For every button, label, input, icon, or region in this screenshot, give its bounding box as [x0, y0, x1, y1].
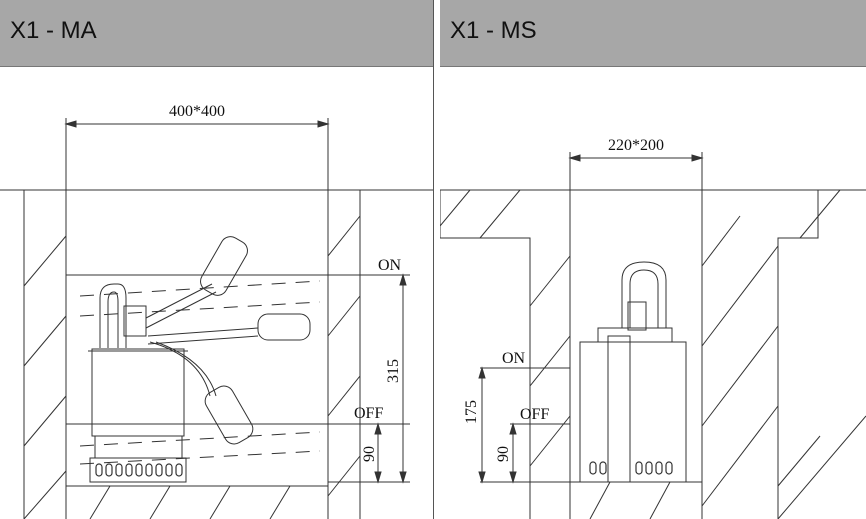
label-off: OFF: [354, 405, 383, 422]
panel-divider: [433, 0, 440, 519]
float-switch-lower: [204, 385, 254, 445]
x1-ma-installation-drawing: 400*400 ON OFF 315 90: [0, 103, 433, 519]
hatch-right: [327, 215, 361, 497]
pump-base: [89, 457, 187, 483]
hatch-left: [23, 235, 67, 519]
label-on: ON: [502, 350, 526, 367]
hatch-floor: [589, 481, 671, 519]
dimension-label-off: 90: [495, 446, 512, 462]
dimension-label-on: 175: [463, 400, 480, 424]
pump-outlet: [123, 305, 147, 337]
wall-left-step: [440, 190, 531, 519]
float-switch-upper: [200, 236, 248, 296]
hatch-left: [440, 189, 571, 467]
pump-body: [579, 341, 687, 483]
pump-handle: [99, 283, 127, 348]
pump-handle: [621, 261, 667, 328]
float-switch-middle: [257, 313, 311, 341]
dimension-label-on: 315: [385, 359, 402, 383]
label-on: ON: [378, 257, 402, 274]
pump-top: [597, 327, 673, 343]
pump-outlet: [627, 301, 647, 331]
panel-border-left: [433, 0, 434, 519]
x1-ms-installation-drawing: 220*200 ON OFF 175 90: [440, 137, 866, 519]
dimension-label-off: 90: [361, 446, 378, 462]
panel-header: X1 - MS: [440, 0, 866, 67]
panel-x1-ms: X1 - MS: [440, 0, 866, 519]
hatch-floor: [89, 485, 291, 519]
panel-x1-ma: X1 - MA: [0, 0, 433, 519]
panel-title: X1 - MA: [10, 17, 97, 44]
panel-header: X1 - MA: [0, 0, 433, 67]
panel-title: X1 - MS: [450, 17, 537, 44]
wall-right-step: [777, 190, 819, 519]
dimension-label-top: 400*400: [169, 103, 225, 120]
hatch-right: [701, 189, 866, 519]
label-off: OFF: [520, 406, 549, 423]
pump-body: [91, 348, 185, 437]
dimension-label-top: 220*200: [608, 137, 664, 154]
